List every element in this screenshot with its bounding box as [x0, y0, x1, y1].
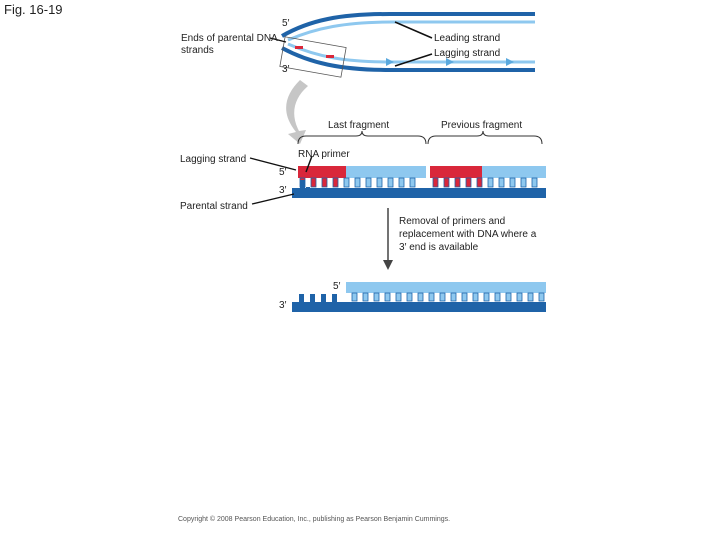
parental-strand-middle — [292, 180, 546, 198]
last-fragment-brace — [297, 130, 427, 145]
leading-leader-line — [394, 21, 433, 39]
bottom-teeth — [351, 292, 545, 302]
top-five-prime-label: 5′ — [282, 18, 290, 29]
okazaki-arrow — [506, 58, 514, 66]
dna-fragment-previous — [482, 166, 546, 178]
zoom-box — [279, 36, 347, 78]
rna-primer-leader — [305, 155, 313, 173]
previous-fragment-label: Previous fragment — [441, 120, 523, 131]
replication-fork — [279, 12, 535, 78]
replaced-lagging-strand — [346, 282, 546, 302]
rna-primer-label: RNA primer — [298, 149, 350, 160]
parental-lower-strand — [281, 46, 535, 72]
figure-label: Fig. 16-19 — [4, 2, 63, 17]
lagging-strand-label-middle: Lagging strand — [180, 154, 247, 165]
middle-five-prime-label: 5′ — [279, 167, 287, 178]
zoom-arrow — [286, 80, 308, 144]
bottom-five-prime-label: 5′ — [333, 281, 341, 292]
ends-leader-line — [269, 37, 287, 43]
lagging-strand-leader — [249, 157, 297, 171]
dna-fragment-last — [346, 166, 426, 178]
bottom-three-prime-label: 3′ — [279, 300, 287, 311]
parental-upper-strand — [281, 12, 535, 38]
last-fragment-label: Last fragment — [328, 120, 390, 131]
rna-primer-mark — [295, 46, 303, 49]
okazaki-arrow — [386, 58, 394, 66]
leading-strand-label: Leading strand — [434, 33, 501, 44]
previous-fragment-brace — [427, 130, 543, 145]
top-three-prime-label: 3′ — [282, 64, 290, 75]
ends-of-parental-strands-label: Ends of parental DNA strands — [181, 33, 278, 56]
leading-strand — [287, 20, 535, 42]
removal-arrow-head — [383, 260, 393, 270]
continuous-dna-strand — [346, 282, 546, 293]
removal-of-primers-label: Removal of primers and replacement with … — [399, 216, 537, 253]
rna-primer-mark — [326, 55, 334, 58]
okazaki-arrow — [446, 58, 454, 66]
parental-strand-leader — [251, 193, 295, 205]
parental-strand-label: Parental strand — [180, 201, 248, 212]
rna-primer-previous — [430, 166, 482, 178]
lagging-strand-label-top: Lagging strand — [434, 48, 501, 59]
middle-three-prime-label: 3′ — [279, 185, 287, 196]
rna-primer-last — [298, 166, 346, 178]
parental-strand-bottom — [292, 294, 546, 312]
copyright-notice: Copyright © 2008 Pearson Education, Inc.… — [178, 516, 451, 523]
lagging-leader-line — [394, 53, 433, 67]
